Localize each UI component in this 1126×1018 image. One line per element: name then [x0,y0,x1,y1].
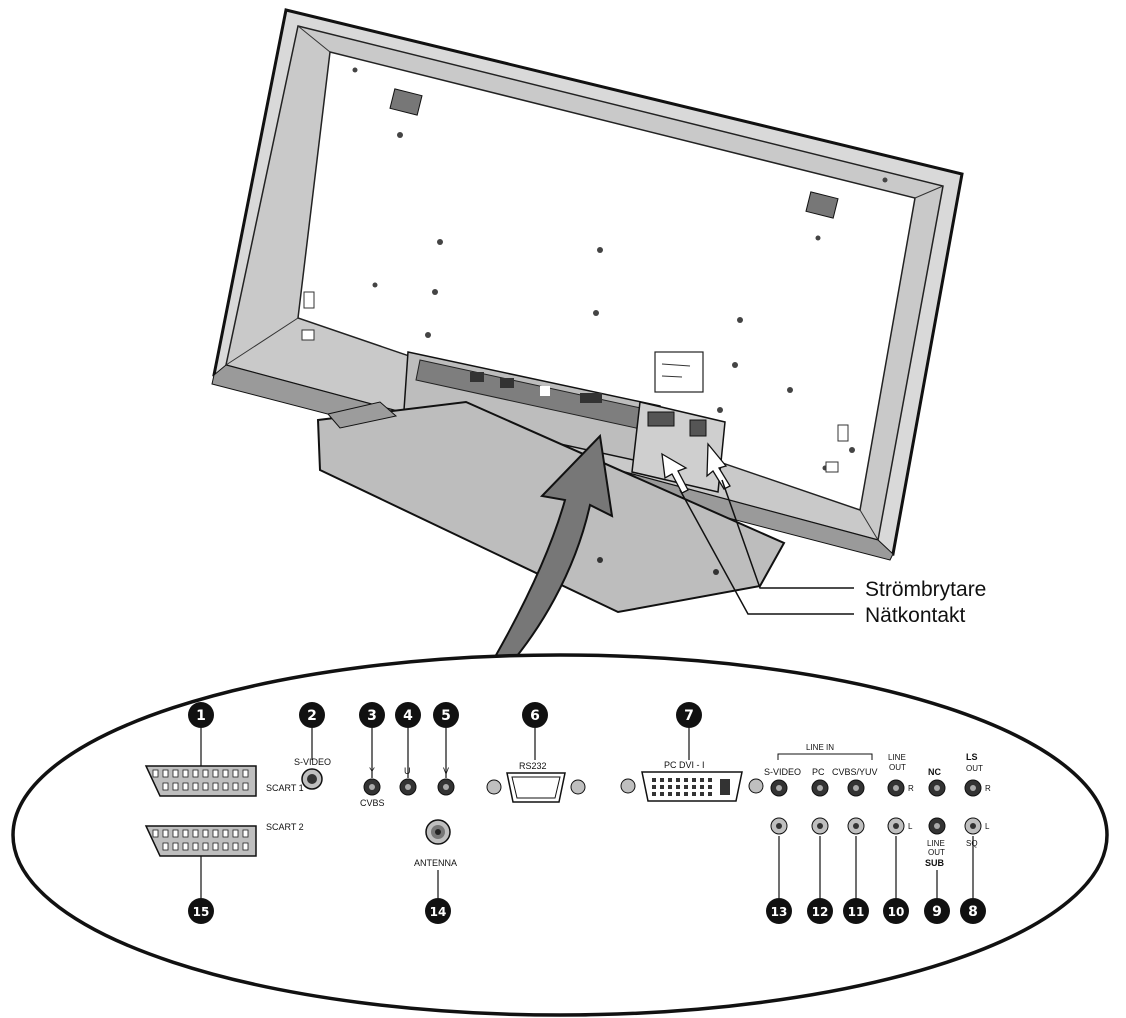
label-line-in: LINE IN [806,743,834,752]
mount-bracket-right [805,191,839,219]
badge-9: 9 [932,904,942,920]
label-l-2: L [985,822,990,831]
badge-2: 2 [307,708,317,724]
label-u: U [404,766,411,776]
callout-mains-socket: Nätkontakt [865,604,966,627]
label-line-out: LINE [888,753,906,762]
label-sub: SUB [925,858,945,868]
label-scart2: SCART 2 [266,822,304,832]
rs232-connector [486,772,586,803]
number-badges: 1 2 3 4 5 6 7 8 9 10 11 12 13 14 15 [188,702,986,924]
badge-12: 12 [812,905,829,919]
label-antenna: ANTENNA [414,858,457,868]
connector-panel-ellipse [11,653,1109,1017]
label-rs232: RS232 [519,761,547,771]
label-li-pc: PC [812,767,825,777]
label-line-out2: OUT [889,763,906,772]
tv-back-illustration [211,8,964,614]
label-sub-line: LINE [927,839,945,848]
label-r-1: R [908,784,914,793]
badge-13: 13 [771,905,788,919]
label-nc: NC [928,767,941,777]
mount-bracket-left [389,88,423,116]
badge-15: 15 [193,905,210,919]
label-ls: LS [966,752,978,762]
screw-holes [352,67,888,471]
connection-arrow [482,433,614,677]
label-li-svideo: S-VIDEO [764,767,801,777]
component-jacks [363,778,455,796]
label-sub-out: OUT [928,848,945,857]
label-svideo: S-VIDEO [294,757,331,767]
line-in-bracket [777,753,873,760]
leader-line-power-switch [721,479,854,589]
label-cvbs: CVBS [360,798,385,808]
badge-10: 10 [888,905,905,919]
label-ls-out: OUT [966,764,983,773]
badge-4: 4 [403,708,413,724]
callout-power-switch: Strömbrytare [865,578,986,601]
label-sq: SQ [966,839,978,848]
badge-5: 5 [441,708,451,724]
scart1-connector [144,765,257,797]
pointer-arrow-power [706,442,731,490]
leader-line-mains [679,489,854,615]
badge-6: 6 [530,708,540,724]
badge-3: 3 [367,708,377,724]
badge-leaders [200,728,974,898]
antenna-connector [425,819,451,845]
badge-11: 11 [848,905,865,919]
scart2-connector [144,825,257,857]
pointer-arrow-mains [661,452,689,494]
dvi-connector [620,771,764,802]
badge-8: 8 [968,904,978,920]
label-r-2: R [985,784,991,793]
label-l-1: L [908,822,913,831]
label-scart1: SCART 1 [266,783,304,793]
badge-14: 14 [430,905,447,919]
badge-7: 7 [684,708,694,724]
rca-jacks-top [770,779,982,797]
badge-1: 1 [196,708,206,724]
label-li-cvbs: CVBS/YUV [832,767,878,777]
label-pcdvi: PC DVI - I [664,760,705,770]
rca-jacks-bottom [770,817,982,835]
